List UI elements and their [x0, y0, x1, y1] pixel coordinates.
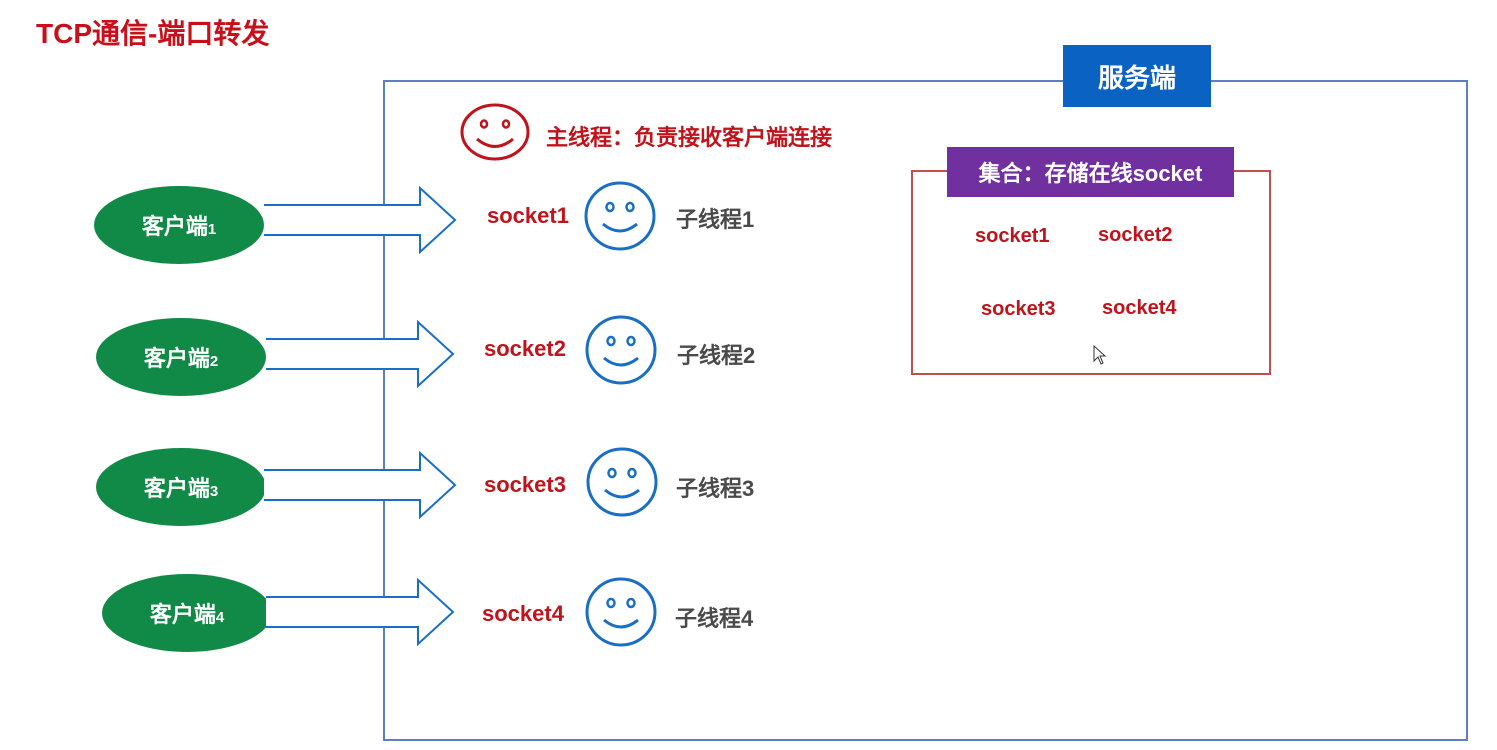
- socket-label-3: socket3: [484, 472, 566, 497]
- collection-socket-1: socket1: [975, 225, 1050, 247]
- socket-label-2: socket2: [484, 336, 566, 361]
- socket-label-1: socket1: [487, 203, 569, 228]
- arrow-right-icon: [264, 451, 457, 519]
- collection-socket-3: socket3: [981, 298, 1056, 320]
- collection-label: 集合：存储在线socket: [947, 147, 1234, 197]
- collection-socket-4: socket4: [1102, 297, 1177, 319]
- arrow-right-icon: [264, 186, 457, 254]
- arrow-right-icon: [266, 320, 455, 388]
- sub-thread-smiley-icon: [585, 315, 657, 385]
- server-label: 服务端: [1063, 45, 1211, 107]
- online-socket-collection: [911, 170, 1271, 375]
- sub-thread-smiley-icon: [585, 577, 657, 647]
- sub-thread-label-1: 子线程1: [676, 207, 755, 232]
- arrow-right-icon: [266, 578, 455, 646]
- sub-thread-label-2: 子线程2: [677, 343, 756, 368]
- page-title: TCP通信-端口转发: [36, 18, 270, 49]
- server-container: [383, 80, 1468, 741]
- sub-thread-smiley-icon: [586, 447, 658, 517]
- sub-thread-smiley-icon: [584, 181, 656, 251]
- main-thread-smiley-icon: [460, 103, 530, 161]
- sub-thread-label-4: 子线程4: [675, 606, 754, 631]
- collection-socket-2: socket2: [1098, 224, 1173, 246]
- mouse-pointer-icon: [1093, 345, 1107, 365]
- main-thread-label: 主线程：负责接收客户端连接: [546, 125, 833, 150]
- socket-label-4: socket4: [482, 601, 564, 626]
- sub-thread-label-3: 子线程3: [676, 476, 755, 501]
